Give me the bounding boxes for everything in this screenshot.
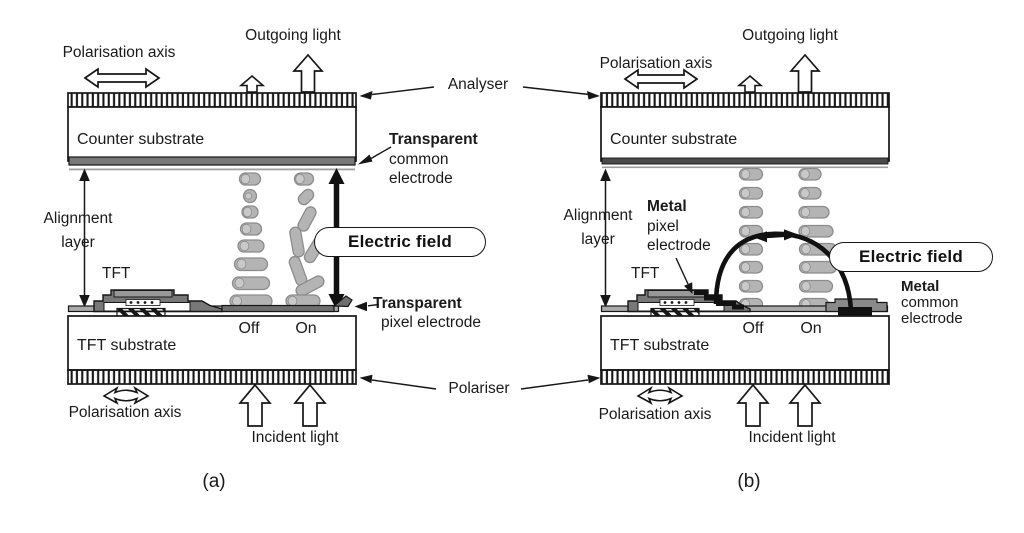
metal-common-electrode [838,307,872,316]
panel-a-pixel-electrode-label: Transparent pixel electrode [373,295,481,331]
big-up-arrow [292,53,324,93]
pixel-electrode-tip [332,295,353,308]
panel-a-polarisation-axis-top-label: Polarisation axis [62,44,176,61]
panel-b-incident-light-label: Incident light [748,429,836,446]
small-up-arrow [736,74,764,93]
panel-b-counter-substrate-box [600,106,890,169]
panel-a-polarisation-axis-arrow-top [83,67,161,89]
panel-a-tft-substrate-label: TFT substrate [77,337,177,354]
panel-a-alignment-layer-line [69,168,355,171]
panel-b-alignment-layer-strip [601,157,889,165]
panel-b-incident-light-arrows [736,383,822,427]
panel-a-incident-light-arrows [238,383,327,427]
panel-b-polarisation-axis-arrow-bottom [636,385,684,405]
panel-b-outgoing-light-label: Outgoing light [742,27,838,44]
panel-a-pixel-electrode-pointer [354,301,380,312]
panel-b-metal-pixel-electrode-label: Metal pixel electrode [647,198,711,254]
polariser-label: Polariser [448,380,510,397]
panel-b-electric-field-arc [713,229,854,311]
panel-a-caption: (a) [202,471,226,492]
panel-b-electric-field-badge: Electric field [829,242,993,272]
panel-a-outgoing-light-label: Outgoing light [245,27,341,44]
big-up-arrow [789,53,821,93]
panel-b-tft-structure [600,289,889,317]
pixel-electrode-layer [221,304,335,313]
panel-a-counter-substrate-box [67,106,357,171]
panel-a-alignment-layer-label: Alignment layer [43,210,113,251]
panel-b-outgoing-light-arrows [736,53,821,93]
analyser-pointer [359,86,600,100]
panel-a-tft-label: TFT [102,265,131,282]
panel-a-off-label: Off [238,320,260,337]
panel-b-alignment-layer-label: Alignment layer [563,207,633,248]
panel-a-electric-field-badge: Electric field [314,227,486,257]
metal-pixel-electrode-cap [694,289,744,310]
panel-b-polarisation-axis-arrow-top [623,68,699,90]
panel-a-polarisation-axis-bottom-label: Polarisation axis [68,404,182,421]
panel-a-outgoing-light-arrows [238,53,324,93]
panel-b-metal-pixel-pointer [675,257,693,294]
analyser-label: Analyser [447,76,509,93]
panel-b-tft-substrate-box [600,315,890,371]
panel-a-alignment-layer-arrow [79,168,90,308]
panel-a-common-electrode-strip [68,156,356,166]
panel-a-polariser-bar [67,369,357,385]
panel-b-on-label: On [800,320,822,337]
panel-a-on-label: On [295,320,317,337]
panel-b-off-label: Off [742,320,764,337]
panel-a-lc-molecules-off [229,172,273,309]
panel-a-tft-structure [67,289,353,317]
panel-a-counter-substrate-label: Counter substrate [77,131,205,148]
panel-b-tft-label: TFT [631,265,660,282]
panel-a-analyser-bar [67,92,357,108]
panel-b-alignment-layer-arrow [600,168,611,308]
panel-b-polariser-bar [600,369,890,385]
gate-hatch-bar [116,307,166,317]
polariser-pointer [359,374,601,390]
gate-hatch-bar [650,307,700,317]
panel-b-metal-common-electrode-label: Metal common electrode [901,278,963,327]
panel-b-tft-substrate-label: TFT substrate [610,337,710,354]
panel-a-lc-molecules-on [285,172,327,308]
panel-a-common-electrode-label: Transparent common electrode [389,131,478,187]
panel-b-caption: (b) [737,471,761,492]
panel-b-analyser-bar [600,92,890,108]
panel-a-common-electrode-pointer [357,146,392,165]
panel-b-counter-substrate-label: Counter substrate [610,131,738,148]
panel-a-incident-light-label: Incident light [251,429,339,446]
panel-a-polarisation-axis-arrow-bottom [102,385,150,405]
small-up-arrow [238,74,266,93]
panel-b-polarisation-axis-bottom-label: Polarisation axis [598,406,712,423]
panel-a-tft-substrate-box [67,315,357,371]
panel-b-polarisation-axis-top-label: Polarisation axis [599,55,713,72]
